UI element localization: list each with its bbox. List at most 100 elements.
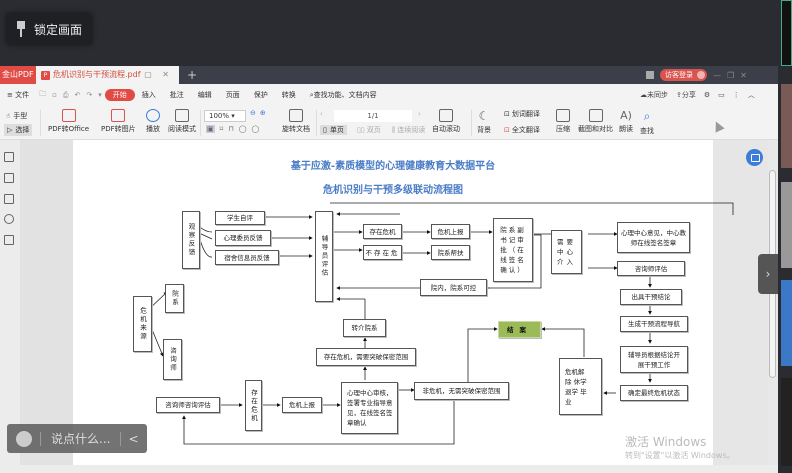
- close-tab-icon[interactable]: ▢ ✕: [144, 70, 173, 79]
- attachment-icon[interactable]: [4, 214, 14, 224]
- video-thumbnail[interactable]: [781, 378, 792, 466]
- view-mode-icons: ▣ ⌑ ⊓ ◯ ◯: [206, 125, 259, 133]
- floating-tool-button[interactable]: [746, 149, 763, 166]
- save-icon[interactable]: ▫: [52, 91, 57, 99]
- zoom-in-icon[interactable]: ⊕: [259, 109, 266, 117]
- full-translate-label: 全文翻译: [511, 126, 540, 134]
- double-page-button[interactable]: ▯▯双页: [357, 125, 381, 135]
- find-button[interactable]: ⌕查找: [640, 109, 654, 136]
- box-center-review: 心理中心审核，签署专业指导意见，在线签名签章确认: [341, 382, 398, 434]
- video-thumbnail[interactable]: [781, 84, 792, 168]
- window-controls: 访客登录 — ❐ ✕: [646, 66, 776, 84]
- actual-size-icon[interactable]: ⊓: [228, 125, 234, 133]
- continuous-button[interactable]: ⫼连续阅读: [392, 125, 425, 135]
- more-options-icon[interactable]: ⋮: [732, 91, 740, 99]
- hand-tool[interactable]: ☝手型: [6, 111, 27, 121]
- double-page-icon: ▯▯: [357, 126, 365, 134]
- pdf-to-office-button[interactable]: PDF转Office: [48, 109, 89, 134]
- document-tab[interactable]: P 危机识别与干预流程.pdf ▢ ✕: [36, 66, 179, 84]
- login-button[interactable]: 访客登录: [660, 69, 707, 81]
- page-number-input[interactable]: 1/1: [334, 110, 412, 122]
- divider: [200, 110, 201, 136]
- book-icon: [175, 109, 189, 122]
- menu-tab-annotate[interactable]: 批注: [169, 91, 184, 99]
- open-icon[interactable]: 🗀: [39, 89, 47, 98]
- box-crisis-report: 危机上报: [431, 224, 470, 239]
- full-translate-button[interactable]: ⊡全文翻译: [504, 125, 540, 135]
- undo-icon[interactable]: ↶: [74, 91, 81, 99]
- box-consult-assess: 咨询师咨询评估: [156, 397, 220, 413]
- divider: [40, 431, 41, 446]
- background-button[interactable]: ☾背景: [477, 109, 491, 135]
- pdf-to-office-icon: [61, 109, 76, 122]
- menu-tab-start[interactable]: 开始: [104, 89, 135, 101]
- rotate-right-icon[interactable]: ◯: [251, 125, 260, 133]
- document-tab-label: 危机识别与干预流程.pdf: [53, 70, 141, 79]
- read-mode-button[interactable]: 阅读模式: [168, 109, 196, 134]
- restore-button[interactable]: ❐: [727, 70, 735, 80]
- collapse-ribbon-icon[interactable]: ︿: [747, 91, 755, 99]
- settings-icon[interactable]: ⚙: [703, 91, 711, 99]
- pdf-to-image-button[interactable]: PDF转图片: [101, 109, 136, 134]
- box-observe: 观察反馈: [182, 211, 200, 269]
- box-consultant: 咨询师: [163, 339, 182, 380]
- screenshot-compare-button[interactable]: 截图和对比: [578, 109, 613, 134]
- expand-panel-button[interactable]: ›: [758, 254, 778, 294]
- comment-icon[interactable]: [4, 194, 14, 204]
- fit-page-icon[interactable]: ▣: [206, 125, 215, 133]
- read-aloud-button[interactable]: A)朗读: [619, 109, 633, 134]
- box-counselor-eval: 辅导员评估: [315, 211, 333, 302]
- next-page-icon[interactable]: ›: [418, 110, 421, 118]
- menu-tab-insert[interactable]: 插入: [141, 91, 156, 99]
- video-thumbnail[interactable]: [781, 280, 792, 366]
- chat-input-bar[interactable]: 说点什么... <: [7, 424, 147, 453]
- menu-right: ☁未同步 ⇪分享 ⚙ ▭ ⋮ ︿: [640, 84, 755, 106]
- emoji-icon[interactable]: [16, 430, 32, 447]
- more-icon[interactable]: ▾: [98, 91, 102, 99]
- video-thumbnail[interactable]: [781, 0, 792, 66]
- rotate-icon: [289, 109, 303, 122]
- full-translate-icon: ⊡: [504, 126, 510, 134]
- hand-icon: ☝: [6, 112, 11, 120]
- new-tab-button[interactable]: +: [186, 68, 198, 82]
- box-end-case: 结案: [498, 321, 541, 338]
- find-label: 查找: [640, 127, 654, 135]
- word-translate-button[interactable]: ⊡划词翻译: [504, 109, 540, 119]
- play-label: 播放: [146, 125, 160, 133]
- annotate-icon[interactable]: [4, 173, 14, 183]
- menu-tab-page[interactable]: 页面: [225, 91, 240, 99]
- fit-width-icon[interactable]: ⌑: [219, 125, 224, 133]
- search-function-input[interactable]: ⌕查找功能、文档内容: [303, 90, 384, 100]
- menu-tab-protect[interactable]: 保护: [253, 91, 268, 99]
- prev-page-icon[interactable]: ‹: [320, 110, 323, 118]
- share-button[interactable]: ⇪分享: [676, 91, 696, 99]
- video-thumbnail[interactable]: [781, 182, 792, 268]
- rotate-left-icon[interactable]: ◯: [238, 125, 247, 133]
- print-icon[interactable]: ⎙: [62, 90, 69, 99]
- signature-icon[interactable]: [4, 235, 14, 245]
- zoom-out-icon[interactable]: ⊖: [250, 109, 256, 117]
- collapse-chat-button[interactable]: <: [128, 431, 139, 446]
- menu-tab-edit[interactable]: 编辑: [197, 91, 212, 99]
- single-page-button[interactable]: ▯单页: [320, 125, 347, 135]
- auto-scroll-button[interactable]: 自动滚动: [432, 109, 460, 134]
- sync-status[interactable]: ☁未同步: [640, 91, 668, 99]
- menu-tab-convert[interactable]: 转换: [281, 91, 296, 99]
- chat-placeholder[interactable]: 说点什么...: [51, 432, 111, 446]
- compress-button[interactable]: 压缩: [556, 109, 570, 134]
- bookmark-icon[interactable]: [4, 152, 14, 162]
- select-tool[interactable]: ▷选择: [4, 124, 33, 136]
- comment-icon[interactable]: ▭: [718, 91, 725, 99]
- file-menu[interactable]: ≡ 文件: [7, 91, 30, 99]
- layout-icon[interactable]: [646, 71, 654, 79]
- lock-screen-button[interactable]: 锁定画面: [6, 13, 92, 45]
- minimize-button[interactable]: —: [713, 70, 721, 80]
- hand-label: 手型: [13, 112, 28, 120]
- rotate-document-button[interactable]: 旋转文档: [282, 109, 310, 134]
- zoom-controls: ⊖⊕: [250, 109, 266, 117]
- play-button[interactable]: 播放: [146, 109, 160, 134]
- close-window-button[interactable]: ✕: [740, 70, 747, 80]
- redo-icon[interactable]: ↷: [86, 91, 93, 99]
- app-home-tab[interactable]: 金山PDF: [0, 66, 36, 84]
- zoom-select[interactable]: 100% ▾: [204, 110, 246, 122]
